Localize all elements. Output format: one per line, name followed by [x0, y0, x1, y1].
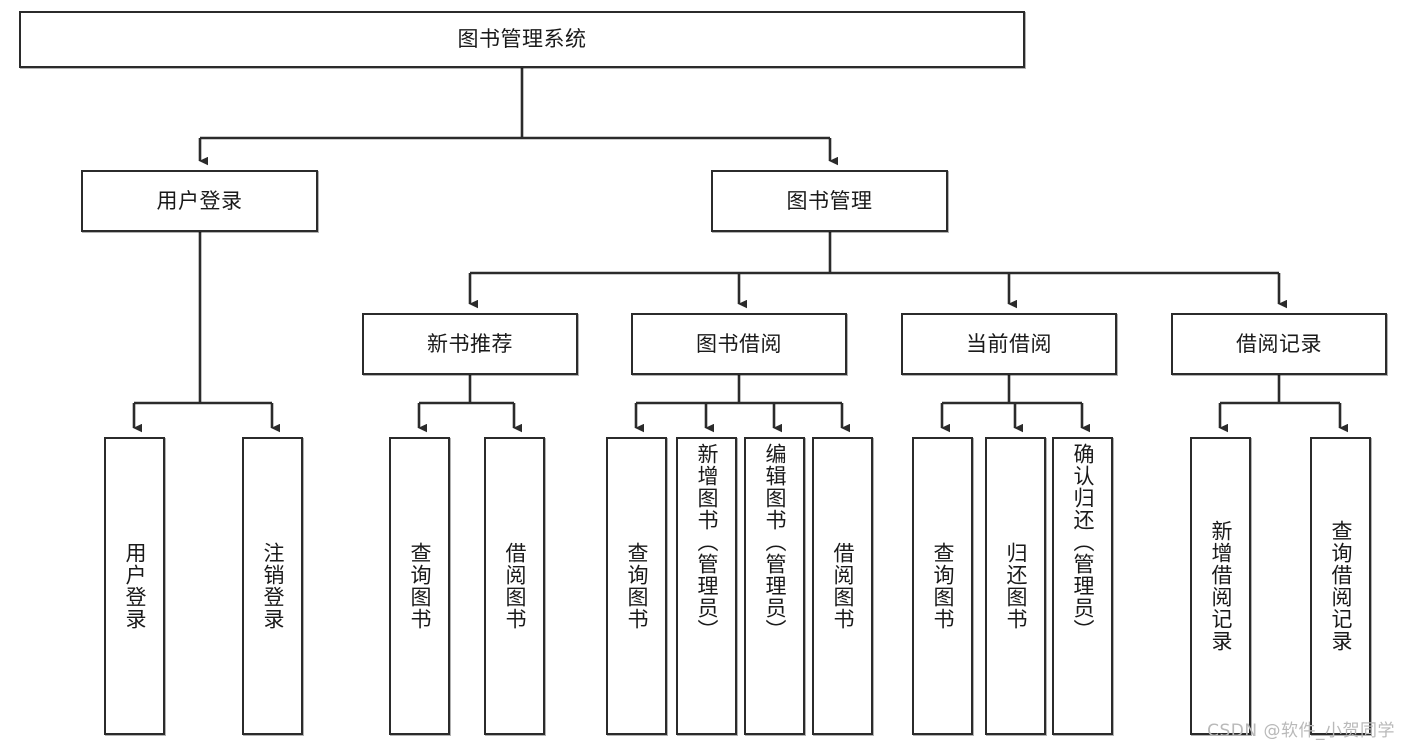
node-user-login-label: 用户登录 [156, 188, 243, 213]
node-leaf-query-book-2-label: 查询图书 [624, 542, 649, 630]
node-book-borrow-label: 图书借阅 [696, 331, 782, 356]
node-leaf-edit-book-admin[interactable]: 编辑图书（管理员） [744, 437, 805, 735]
node-leaf-borrow-book-1-label: 借阅图书 [502, 542, 527, 630]
node-leaf-query-borrow-record[interactable]: 查询借阅记录 [1310, 437, 1371, 735]
node-leaf-logout-label: 注销登录 [260, 542, 285, 630]
node-leaf-query-book-3-label: 查询图书 [930, 542, 955, 630]
node-leaf-add-borrow-record-label: 新增借阅记录 [1208, 520, 1233, 652]
node-new-book-rec-label: 新书推荐 [427, 331, 513, 356]
node-leaf-confirm-return-admin[interactable]: 确认归还（管理员） [1052, 437, 1113, 735]
node-new-book-rec[interactable]: 新书推荐 [362, 313, 578, 375]
node-leaf-query-book-1[interactable]: 查询图书 [389, 437, 450, 735]
csdn-watermark: CSDN @软件_小贺同学 [1207, 721, 1395, 741]
node-leaf-add-book-admin[interactable]: 新增图书（管理员） [676, 437, 737, 735]
node-leaf-logout[interactable]: 注销登录 [242, 437, 303, 735]
node-leaf-add-borrow-record[interactable]: 新增借阅记录 [1190, 437, 1251, 735]
node-leaf-confirm-return-admin-label: 确认归还（管理员） [1070, 443, 1095, 641]
node-leaf-return-book[interactable]: 归还图书 [985, 437, 1046, 735]
node-root-label: 图书管理系统 [457, 27, 587, 52]
node-book-manage-label: 图书管理 [786, 188, 873, 213]
node-leaf-query-book-2[interactable]: 查询图书 [606, 437, 667, 735]
node-current-borrow-label: 当前借阅 [966, 331, 1052, 356]
node-leaf-borrow-book-2-label: 借阅图书 [830, 542, 855, 630]
node-leaf-edit-book-admin-label: 编辑图书（管理员） [762, 443, 787, 641]
node-book-manage[interactable]: 图书管理 [711, 170, 948, 232]
node-leaf-user-login[interactable]: 用户登录 [104, 437, 165, 735]
node-root[interactable]: 图书管理系统 [19, 11, 1025, 68]
node-leaf-borrow-book-2[interactable]: 借阅图书 [812, 437, 873, 735]
node-borrow-record[interactable]: 借阅记录 [1171, 313, 1387, 375]
node-borrow-record-label: 借阅记录 [1236, 331, 1322, 356]
node-user-login[interactable]: 用户登录 [81, 170, 318, 232]
node-leaf-add-book-admin-label: 新增图书（管理员） [694, 443, 719, 641]
node-current-borrow[interactable]: 当前借阅 [901, 313, 1117, 375]
node-leaf-return-book-label: 归还图书 [1003, 542, 1028, 630]
node-leaf-query-book-1-label: 查询图书 [407, 542, 432, 630]
node-leaf-borrow-book-1[interactable]: 借阅图书 [484, 437, 545, 735]
node-leaf-query-borrow-record-label: 查询借阅记录 [1328, 520, 1353, 652]
node-leaf-user-login-label: 用户登录 [122, 542, 147, 630]
node-book-borrow[interactable]: 图书借阅 [631, 313, 847, 375]
node-leaf-query-book-3[interactable]: 查询图书 [912, 437, 973, 735]
